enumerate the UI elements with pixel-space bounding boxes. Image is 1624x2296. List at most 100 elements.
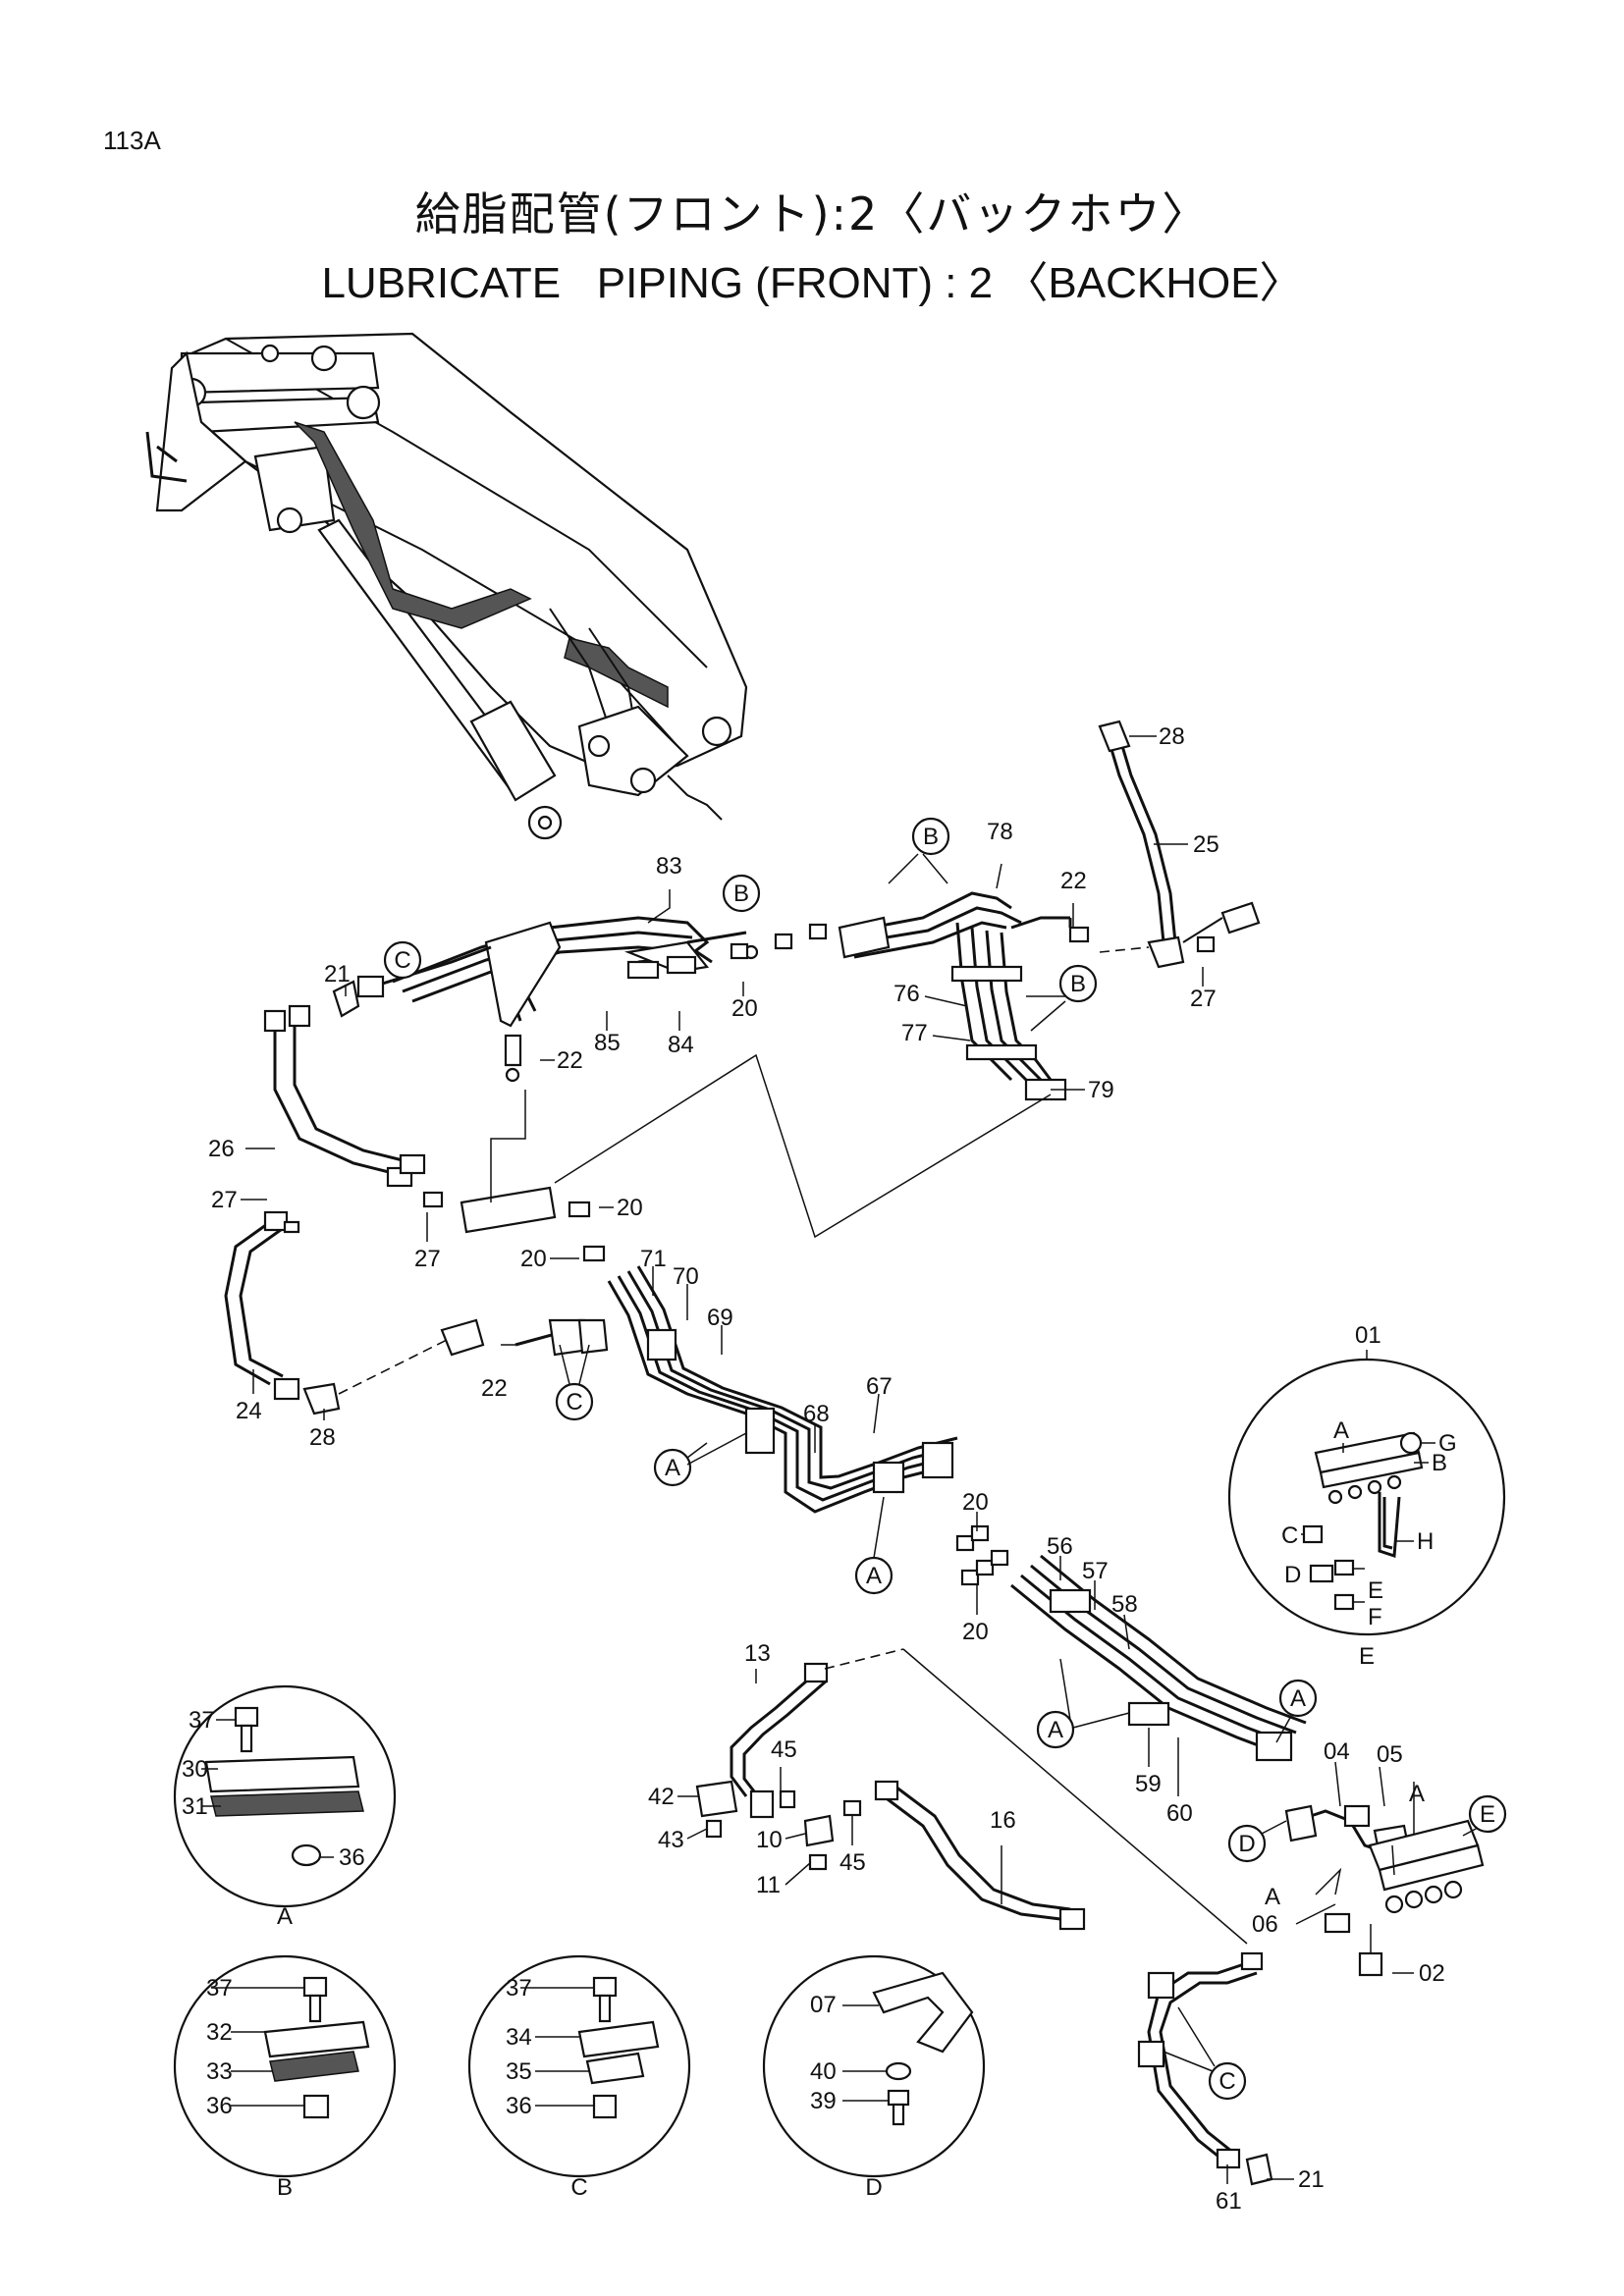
- label-22: 22: [557, 1047, 583, 1074]
- distribution-block: [460, 1090, 606, 1262]
- detail-c-37: 37: [506, 1975, 532, 2002]
- detail-a-37: 37: [189, 1707, 215, 1734]
- label-16: 16: [990, 1807, 1016, 1834]
- label-11: 11: [756, 1872, 781, 1898]
- label-27: 27: [211, 1187, 238, 1213]
- label-67: 67: [866, 1373, 893, 1400]
- label-20: 20: [520, 1246, 547, 1272]
- hose-25: [1098, 720, 1261, 969]
- callout-c: C: [566, 1389, 582, 1415]
- detail-b-33: 33: [206, 2058, 233, 2085]
- label-68: 68: [803, 1401, 830, 1427]
- detail-01-item-g: G: [1438, 1430, 1457, 1457]
- label-71: 71: [640, 1246, 667, 1272]
- detail-a-31: 31: [182, 1793, 208, 1820]
- label-59: 59: [1135, 1771, 1162, 1797]
- detail-a-36: 36: [339, 1844, 365, 1871]
- label-21: 21: [1298, 2166, 1325, 2193]
- detail-01-item-d: D: [1284, 1562, 1301, 1588]
- detail-b-32: 32: [206, 2019, 233, 2046]
- label-28: 28: [309, 1424, 336, 1451]
- label-78: 78: [987, 819, 1013, 845]
- callout-a: A: [1290, 1685, 1306, 1712]
- detail-c-35: 35: [506, 2058, 532, 2085]
- label-57: 57: [1082, 1558, 1109, 1584]
- label-10: 10: [756, 1827, 783, 1853]
- detail-a-30: 30: [182, 1756, 208, 1783]
- detail-c-34: 34: [506, 2024, 532, 2051]
- detail-c-36: 36: [506, 2093, 532, 2119]
- callout-a: A: [866, 1563, 882, 1589]
- pipe-61: [1137, 1951, 1273, 2186]
- detail-01-item-e: E: [1368, 1577, 1383, 1604]
- section-marks: A A: [1265, 1781, 1425, 1910]
- detail-b: [173, 1954, 397, 2178]
- label-85: 85: [594, 1030, 621, 1056]
- callout-b: B: [1070, 971, 1086, 997]
- label-20: 20: [962, 1619, 989, 1645]
- label-45: 45: [771, 1736, 797, 1763]
- detail-d-caption: D: [865, 2174, 882, 2201]
- leader-lines: [241, 735, 1414, 2184]
- hose-24: [224, 1210, 485, 1415]
- label-83: 83: [656, 853, 682, 880]
- detail-d-39: 39: [810, 2088, 837, 2114]
- label-05: 05: [1377, 1741, 1403, 1768]
- label-25: 25: [1193, 831, 1219, 858]
- label-79: 79: [1088, 1077, 1114, 1103]
- page-code: 113A: [103, 126, 161, 155]
- detail-d: [762, 1954, 986, 2178]
- label-06: 06: [1252, 1911, 1278, 1938]
- detail-d-40: 40: [810, 2058, 837, 2085]
- label-22: 22: [1060, 868, 1087, 894]
- pipe-assembly-67-71: [514, 1265, 958, 1514]
- hose-16: [803, 1780, 1086, 1931]
- part-labels: 83 21 22 85 84 20 78 22 28 25 27 76 77 7…: [208, 723, 1445, 2215]
- label-43: 43: [658, 1827, 684, 1853]
- detail-c: [467, 1954, 691, 2178]
- boom-illustration: [145, 332, 748, 840]
- label-70: 70: [673, 1263, 699, 1290]
- callout-d: D: [1238, 1831, 1255, 1857]
- detail-01-item-b: B: [1432, 1450, 1447, 1476]
- callout-c: C: [394, 947, 410, 974]
- callout-a: A: [665, 1455, 680, 1481]
- callout-b: B: [923, 824, 939, 850]
- label-69: 69: [707, 1305, 733, 1331]
- label-24: 24: [236, 1398, 262, 1424]
- detail-c-labels: 37 34 35 36 C: [506, 1975, 588, 2201]
- label-20: 20: [731, 995, 758, 1022]
- callout-pointers: [559, 853, 1479, 2072]
- pipe-assembly-76-79: [838, 891, 1090, 1101]
- label-42: 42: [648, 1784, 675, 1810]
- label-56: 56: [1047, 1533, 1073, 1560]
- label-04: 04: [1324, 1738, 1350, 1765]
- callout-letters: C B B B C A A A A D E C: [394, 824, 1495, 2095]
- manifold-e: [1358, 1819, 1485, 1977]
- detail-b-labels: 37 32 33 36 B: [206, 1975, 293, 2201]
- pipe-assembly-83-85: [332, 916, 759, 1083]
- fittings-20-upper: [730, 923, 828, 960]
- callout-circles: [383, 817, 1507, 2101]
- label-60: 60: [1166, 1800, 1193, 1827]
- detail-01-caption: E: [1359, 1643, 1375, 1670]
- detail-a-caption: A: [277, 1903, 293, 1930]
- connecting-lines: [554, 1053, 1052, 1239]
- callout-c: C: [1218, 2068, 1235, 2095]
- label-77: 77: [901, 1020, 928, 1046]
- callout-a: A: [1048, 1717, 1063, 1743]
- section-mark-a: A: [1265, 1884, 1280, 1910]
- detail-d-labels: 07 40 39 D: [810, 1992, 883, 2201]
- label-28: 28: [1159, 723, 1185, 750]
- detail-b-36: 36: [206, 2093, 233, 2119]
- detail-a: [173, 1684, 397, 1908]
- detail-01-item-a: A: [1333, 1417, 1349, 1444]
- label-13: 13: [744, 1640, 771, 1667]
- pipe-13: [695, 1648, 1248, 1945]
- label-27: 27: [1190, 986, 1217, 1012]
- label-26: 26: [208, 1136, 235, 1162]
- label-02: 02: [1419, 1960, 1445, 1987]
- detail-01-item-h: H: [1417, 1528, 1434, 1555]
- detail-01-labels: 01 E A B C D E F G H: [1281, 1322, 1457, 1670]
